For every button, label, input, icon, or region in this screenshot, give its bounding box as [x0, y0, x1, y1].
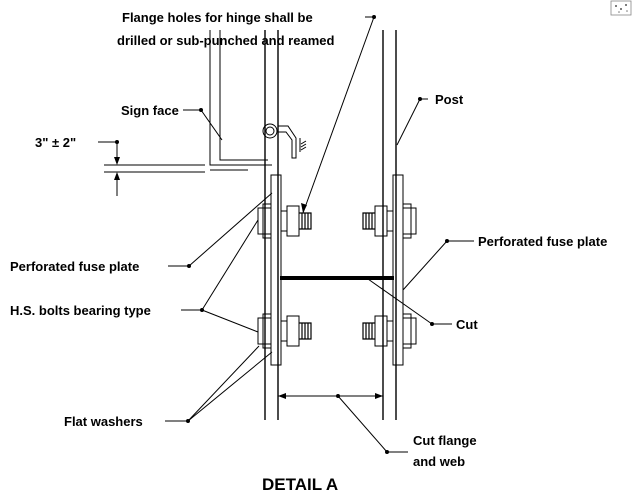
bolt-lower-left [257, 313, 312, 349]
left-post [264, 30, 279, 420]
fuse-plate-left [270, 174, 282, 366]
leader-washers [165, 345, 273, 423]
leader-cut [367, 278, 452, 326]
leader-fuse-plate-right [402, 239, 474, 291]
bolts-label: H.S. bolts bearing type [10, 303, 151, 318]
sign-face-label: Sign face [121, 103, 179, 118]
fuse-plate-right [392, 174, 404, 366]
fuse-plate-right-label: Perforated fuse plate [478, 234, 607, 249]
leader-bolts [181, 219, 259, 333]
bolt-upper-right [362, 203, 417, 239]
clearance-dimension [104, 142, 205, 196]
clearance-label: 3" ± 2" [35, 135, 76, 150]
flange-holes-label-line1: Flange holes for hinge shall be [122, 10, 313, 25]
detail-title: DETAIL A [262, 475, 338, 494]
leader-sign-face [183, 108, 223, 141]
bolt-lower-right [362, 313, 417, 349]
washers-label: Flat washers [64, 414, 143, 429]
leader-cut-flange [336, 394, 408, 454]
post-label: Post [435, 92, 464, 107]
leader-fuse-plate-left [168, 192, 273, 268]
bolt-upper-left [257, 203, 312, 239]
right-post [382, 30, 397, 420]
fuse-plate-left-label: Perforated fuse plate [10, 259, 139, 274]
sign-face-bracket [209, 30, 272, 171]
corner-logo-icon [610, 0, 632, 16]
leader-post [396, 97, 428, 146]
flange-holes-label-line2: drilled or sub-punched and reamed [117, 33, 334, 48]
leader-flange-holes [301, 15, 376, 214]
cut-flange-dimension [278, 393, 383, 399]
hinge [262, 123, 307, 159]
cut-flange-label-line1: Cut flange [413, 433, 477, 448]
cut-label: Cut [456, 317, 478, 332]
leader-clearance [98, 140, 119, 144]
cut-flange-label-line2: and web [413, 454, 465, 469]
